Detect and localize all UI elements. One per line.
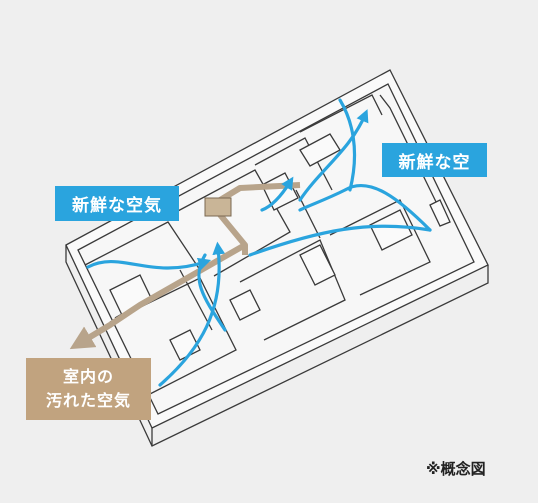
furniture bbox=[229, 289, 261, 321]
partition-wall bbox=[329, 199, 431, 296]
fresh-air-flow bbox=[86, 257, 212, 271]
fresh-air-flow bbox=[338, 98, 357, 192]
furniture bbox=[299, 133, 341, 167]
dirty-air-label-line1: 室内の bbox=[62, 367, 114, 386]
fresh-air-flow bbox=[248, 224, 432, 257]
furniture bbox=[369, 209, 413, 251]
fresh-air-flow bbox=[298, 109, 369, 202]
fresh-air-label-left: 新鮮な空気 bbox=[55, 186, 179, 221]
furniture bbox=[299, 244, 336, 286]
fresh-air-label-right: 新鮮な空 bbox=[382, 143, 487, 177]
fresh-air-flow bbox=[197, 253, 227, 332]
dirty-air-label: 室内の 汚れた空気 bbox=[26, 358, 151, 420]
fresh-air-flow bbox=[298, 183, 432, 232]
fresh-air-flows bbox=[86, 98, 432, 387]
exhaust-duct bbox=[69, 182, 301, 350]
ventilation-unit bbox=[204, 197, 232, 217]
furniture bbox=[429, 199, 451, 227]
dirty-air-label-line2: 汚れた空気 bbox=[45, 391, 131, 410]
fresh-air-flow bbox=[158, 241, 226, 387]
partition-wall bbox=[109, 277, 237, 396]
partition-wall bbox=[299, 94, 383, 133]
concept-note: ※概念図 bbox=[426, 460, 486, 478]
fresh-air-flow bbox=[260, 176, 294, 212]
